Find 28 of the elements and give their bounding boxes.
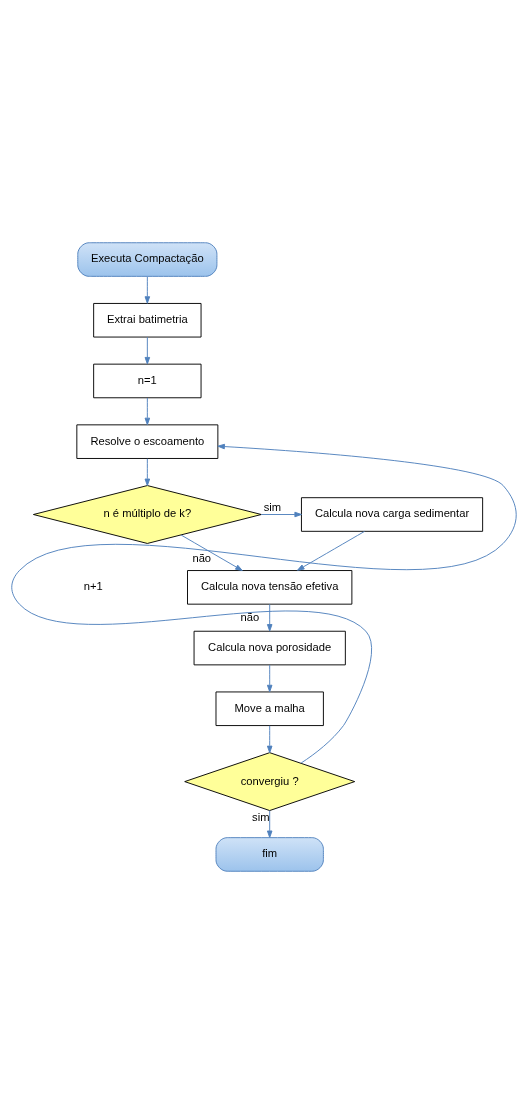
edge-label: não — [240, 610, 260, 623]
arrow — [144, 397, 151, 425]
node-box: Calcula nova tensão efetiva — [187, 569, 353, 605]
node-box: Extrai batimetria — [93, 302, 202, 338]
edge-label: sim — [252, 810, 270, 823]
node-box: Move a malha — [215, 691, 324, 726]
arrow — [260, 511, 302, 517]
node-box: Resolve o escoamento — [76, 423, 219, 459]
arrow — [11, 443, 517, 764]
arrow — [266, 809, 273, 838]
edge-label: não — [192, 551, 212, 564]
arrow — [144, 275, 151, 304]
node-box: n=1 — [93, 363, 202, 398]
arrow — [266, 724, 273, 753]
node-box: Calcula nova carga sedimentar — [301, 496, 484, 532]
arrow — [180, 534, 243, 571]
node-box: Calcula nova porosidade — [193, 630, 346, 665]
label: n+1 — [83, 579, 103, 592]
edge-label: sim — [263, 500, 282, 513]
arrow — [297, 530, 366, 571]
arrow — [266, 664, 273, 692]
arrow — [144, 336, 151, 364]
arrow — [144, 457, 151, 486]
node-box: fim — [215, 836, 324, 872]
arrow — [266, 603, 273, 632]
node-box: Executa Compactação — [77, 241, 218, 277]
node-diamond: convergiu ? — [184, 751, 356, 811]
node-diamond: n é múltiplo de k? — [32, 484, 262, 544]
